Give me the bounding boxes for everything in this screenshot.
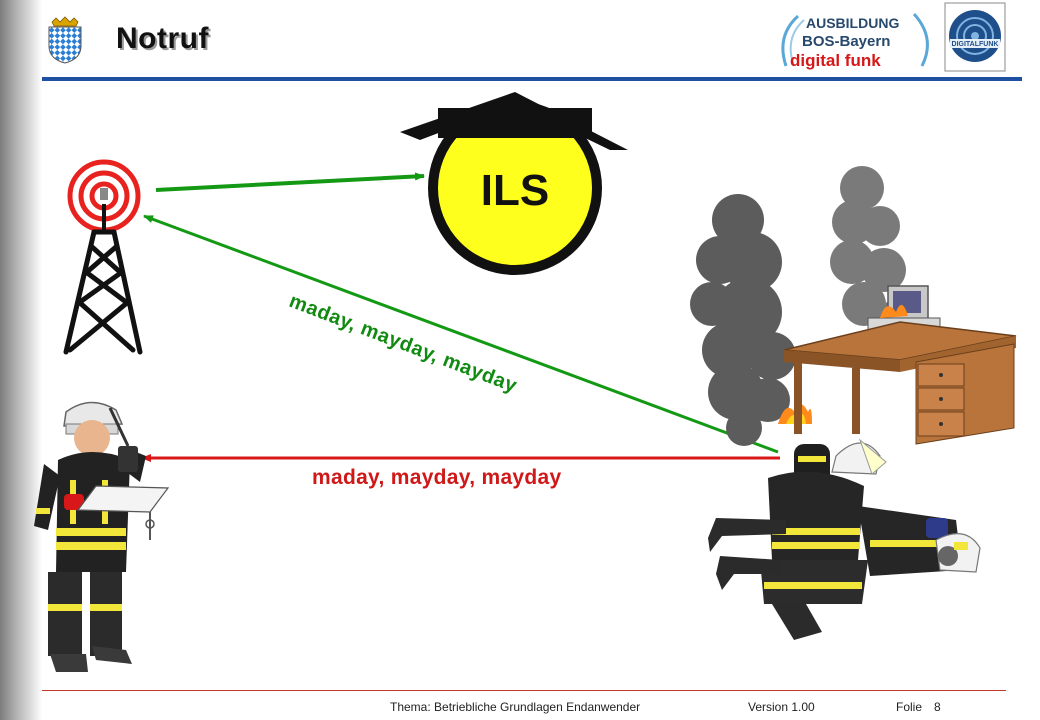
ils-label: ILS	[481, 166, 549, 215]
mayday-to-tower-arrow	[143, 214, 779, 454]
burning-desk-icon	[783, 285, 1017, 445]
bavarian-coat-of-arms-icon	[48, 16, 82, 64]
rescue-firefighters-icon	[708, 438, 981, 640]
left-shade-bar	[0, 0, 42, 720]
slide-title: Notruf	[116, 22, 209, 55]
footer-rule	[42, 690, 1006, 691]
digitalfunk-badge-logo: DIGITALFUNK	[944, 2, 1006, 72]
header-rule	[42, 77, 1022, 81]
footer-slide-number: 8	[934, 700, 941, 714]
bos-logo-line3: digital funk	[790, 51, 881, 70]
tower-to-ils-arrow	[155, 172, 425, 192]
commander-firefighter-icon	[34, 401, 170, 672]
bos-bayern-logo: AUSBILDUNG BOS-Bayern digital funk	[781, 12, 929, 70]
footer-slide-label: Folie	[896, 700, 923, 714]
digitalfunk-badge-text: DIGITALFUNK	[952, 41, 999, 48]
bos-logo-line2: BOS-Bayern	[802, 33, 890, 50]
footer-topic: Thema: Betriebliche Grundlagen Endanwend…	[390, 700, 641, 714]
ils-control-center-icon: ILS	[400, 92, 628, 275]
mayday-red-label: maday, mayday, mayday	[312, 466, 562, 489]
radio-tower-icon	[63, 159, 143, 355]
footer-version: Version 1.00	[748, 700, 815, 714]
bos-logo-line1: AUSBILDUNG	[806, 15, 899, 31]
